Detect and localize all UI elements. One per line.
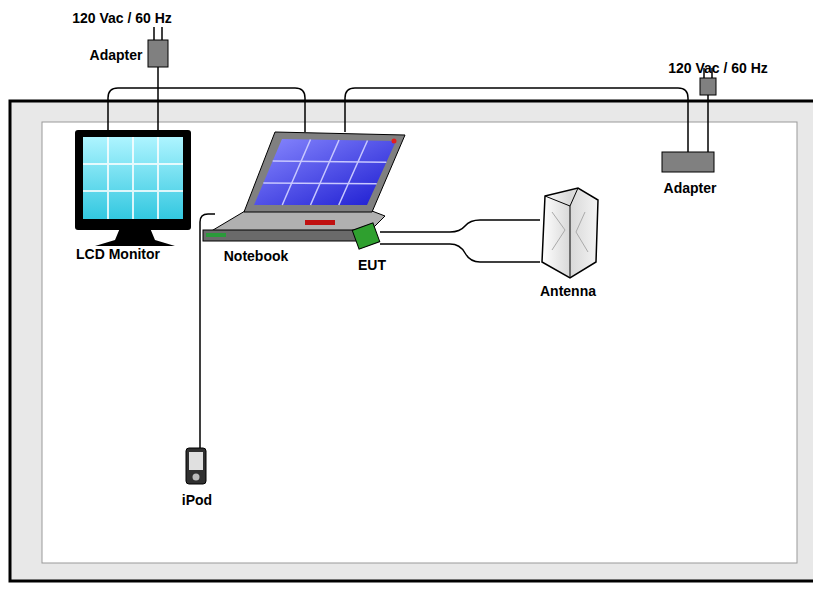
device-label: iPod [182,492,212,508]
eut-card [352,223,380,249]
horn-antenna [542,188,598,278]
device-label: Antenna [540,283,596,299]
adapter-label: Adapter [90,47,143,63]
notebook [203,132,405,241]
supply-label: 120 Vac / 60 Hz [668,60,768,76]
device-label: Notebook [224,248,289,264]
lcd-monitor [75,130,191,246]
cables [108,67,708,448]
device-label: EUT [358,257,386,273]
table-outline [10,101,813,581]
adapter-right [662,68,716,172]
device-label: LCD Monitor [76,246,160,262]
adapter-label: Adapter [664,180,717,196]
ipod [186,448,206,484]
supply-label: 120 Vac / 60 Hz [72,10,172,26]
adapter-left [148,27,168,67]
